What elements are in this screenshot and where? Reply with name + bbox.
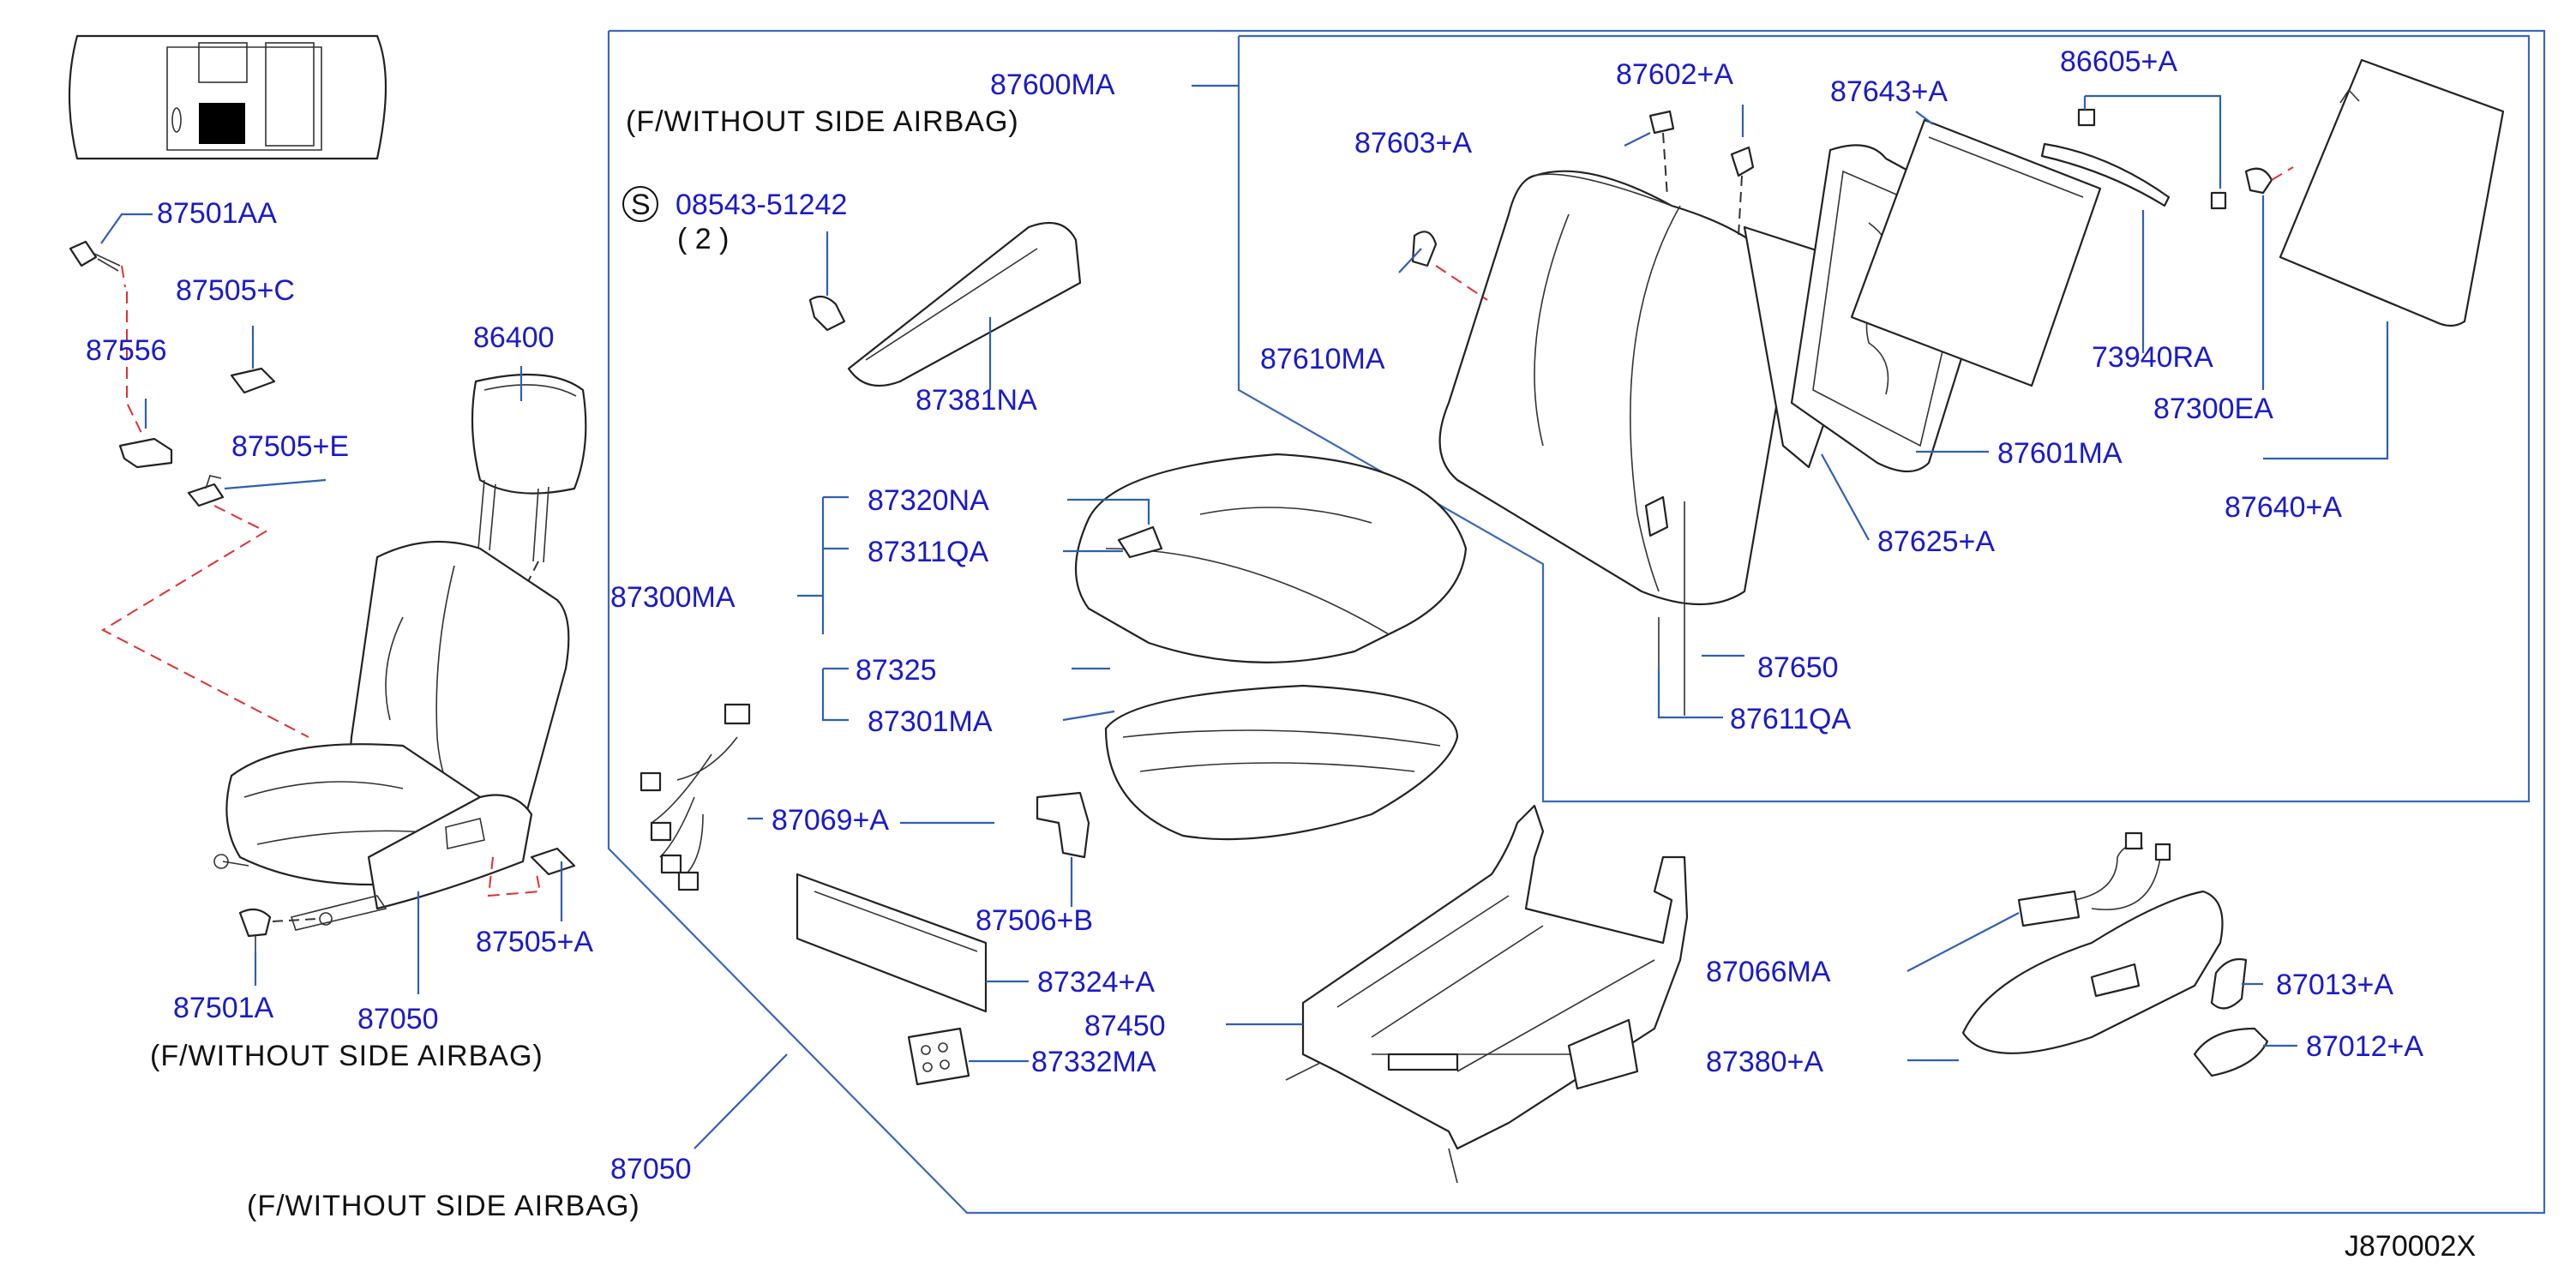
- label-87610MA: 87610MA: [1260, 343, 1385, 375]
- label-87602-a: 87602+A: [1616, 58, 1733, 91]
- label-87332MA: 87332MA: [1031, 1046, 1156, 1078]
- screw-symbol-letter: S: [631, 189, 651, 221]
- label-87506-b: 87506+B: [976, 904, 1093, 937]
- note-without-airbag-left: (F/WITHOUT SIDE AIRBAG): [150, 1040, 543, 1072]
- label-87380-a: 87380+A: [1706, 1046, 1823, 1078]
- label-87601MA: 87601MA: [1997, 437, 2123, 470]
- label-87556: 87556: [86, 334, 167, 367]
- leader-lines: [100, 84, 2389, 1149]
- assembly-frames: [607, 29, 2546, 1215]
- label-87324-a: 87324+A: [1037, 966, 1155, 999]
- label-87611QA: 87611QA: [1730, 703, 1851, 735]
- label-87013-a: 87013+A: [2276, 969, 2393, 1001]
- label-87600MA: 87600MA: [990, 69, 1115, 101]
- label-87325: 87325: [856, 654, 937, 687]
- label-87450: 87450: [1084, 1010, 1166, 1042]
- label-87066MA: 87066MA: [1706, 956, 1831, 988]
- label-87311QA: 87311QA: [868, 536, 988, 568]
- label-86400: 86400: [473, 321, 555, 354]
- label-87050-left: 87050: [357, 1003, 439, 1035]
- left-small-parts: [69, 240, 309, 738]
- label-87505-c: 87505+C: [176, 274, 295, 307]
- label-87300EA: 87300EA: [2153, 393, 2273, 425]
- label-87650: 87650: [1757, 651, 1839, 684]
- part-labels: 87501AA 87505+C 87556 87505+E 86400 8750…: [86, 45, 2476, 1263]
- label-87640-a: 87640+A: [2225, 491, 2342, 524]
- label-87069-a: 87069+A: [772, 804, 889, 837]
- power-seat-parts-drawing: [1961, 831, 2269, 1077]
- seat-frame-drawing: [1285, 804, 1689, 1184]
- label-quantity: ( 2 ): [677, 223, 729, 255]
- label-87505-a: 87505+A: [476, 926, 593, 958]
- complete-seat-drawing: [213, 373, 587, 951]
- note-without-airbag-top: (F/WITHOUT SIDE AIRBAG): [626, 105, 1019, 138]
- screw-symbol-icon: [622, 186, 658, 222]
- label-87301MA: 87301MA: [868, 705, 993, 738]
- label-87501AA: 87501AA: [157, 197, 277, 230]
- label-87501A: 87501A: [173, 992, 274, 1024]
- label-73940RA: 73940RA: [2092, 341, 2213, 374]
- label-87320NA: 87320NA: [868, 484, 989, 517]
- label-87300MA: 87300MA: [610, 581, 736, 614]
- label-87381NA: 87381NA: [916, 384, 1037, 417]
- label-87012-a: 87012+A: [2306, 1030, 2423, 1063]
- label-87625-a: 87625+A: [1877, 525, 1995, 558]
- label-87643-a: 87643+A: [1830, 75, 1948, 108]
- note-without-airbag-bottom: (F/WITHOUT SIDE AIRBAG): [247, 1190, 640, 1222]
- seat-cushion-drawing: [639, 221, 1468, 1086]
- vehicle-locator-icon: [68, 34, 387, 160]
- diagram-code: J870002X: [2345, 1230, 2476, 1263]
- label-86605-a: 86605+A: [2060, 45, 2177, 78]
- label-87505-e: 87505+E: [231, 430, 349, 463]
- label-08543-51242: 08543-51242: [676, 189, 847, 221]
- label-87050-bottom: 87050: [610, 1153, 692, 1185]
- seatback-assembly-drawing: [1411, 58, 2505, 716]
- label-87603-a: 87603+A: [1354, 127, 1472, 159]
